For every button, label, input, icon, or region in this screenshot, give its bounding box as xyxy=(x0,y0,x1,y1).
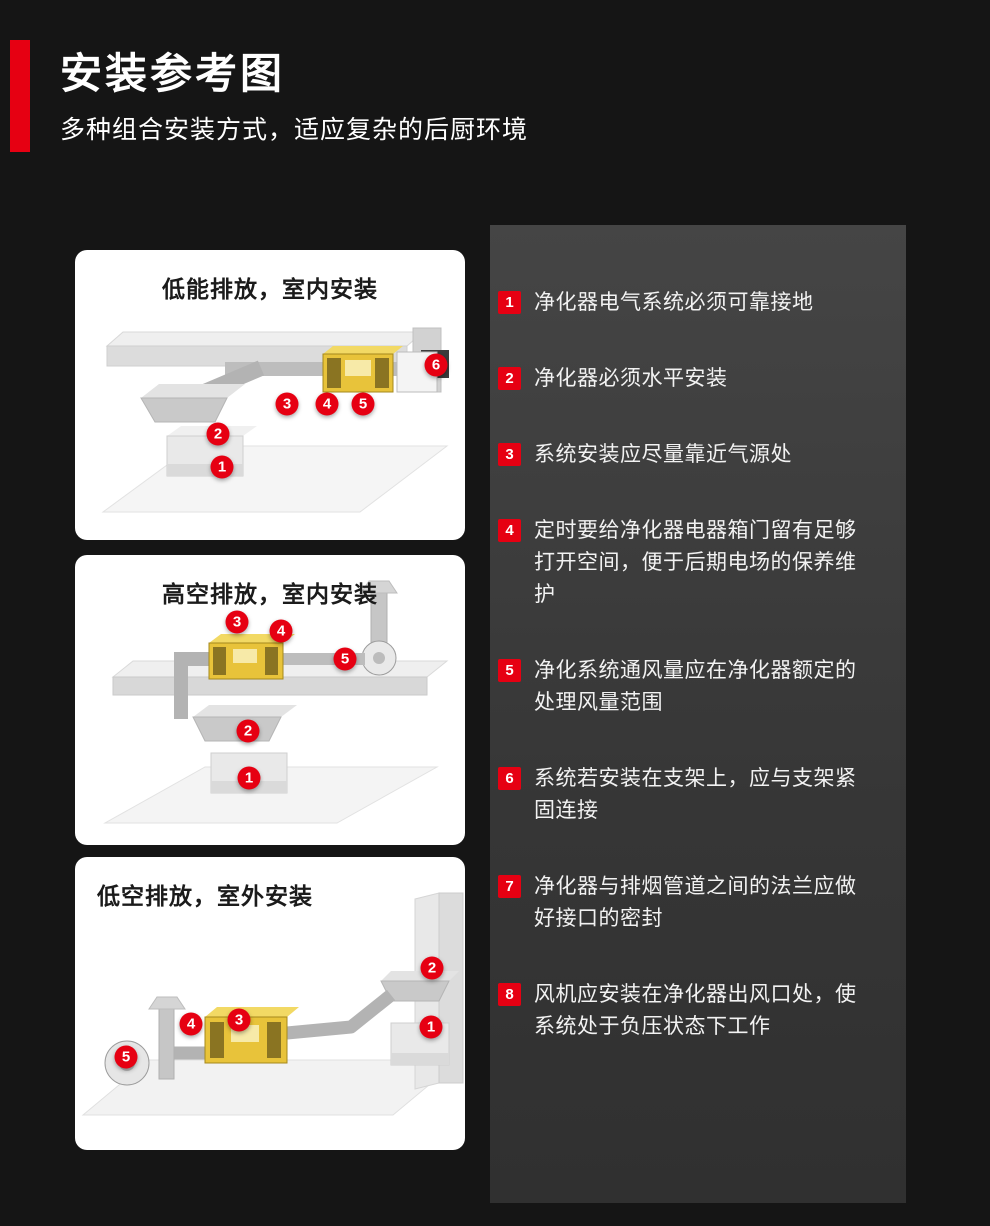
note-item: 3 系统安装应尽量靠近气源处 xyxy=(498,439,878,471)
diagram-marker: 5 xyxy=(114,1045,138,1069)
purifier-unit xyxy=(322,346,403,393)
diagram-panel-indoor-high-emission: 高空排放，室内安装 1 2 3 4 5 xyxy=(75,555,465,845)
note-item: 7 净化器与排烟管道之间的法兰应做好接口的密封 xyxy=(498,871,878,935)
note-text: 风机应安装在净化器出风口处，使系统处于负压状态下工作 xyxy=(534,983,857,1038)
diagram-marker: 3 xyxy=(227,1008,251,1032)
note-number-badge: 4 xyxy=(498,519,521,542)
note-text: 净化器必须水平安装 xyxy=(534,367,728,390)
diagram-marker: 1 xyxy=(210,455,234,479)
diagram-marker: 3 xyxy=(275,392,299,416)
note-number-badge: 2 xyxy=(498,367,521,390)
room-floor xyxy=(103,766,439,824)
diagram-title: 高空排放，室内安装 xyxy=(162,581,378,607)
note-text: 净化器与排烟管道之间的法兰应做好接口的密封 xyxy=(534,875,857,930)
diagram-marker: 4 xyxy=(269,619,293,643)
diagram-marker: 2 xyxy=(236,719,260,743)
note-text: 定时要给净化器电器箱门留有足够打开空间，便于后期电场的保养维护 xyxy=(534,519,857,606)
diagram-panel-indoor-low-emission: 低能排放，室内安装 1 2 3 4 5 6 xyxy=(75,250,465,540)
diagram-marker: 3 xyxy=(225,610,249,634)
note-item: 1 净化器电气系统必须可靠接地 xyxy=(498,287,878,319)
exhaust-stack xyxy=(360,580,398,646)
note-text: 系统安装应尽量靠近气源处 xyxy=(534,443,792,466)
chimney xyxy=(148,996,186,1080)
note-item: 5 净化系统通风量应在净化器额定的处理风量范围 xyxy=(498,655,878,719)
note-number-badge: 7 xyxy=(498,875,521,898)
note-number-badge: 5 xyxy=(498,659,521,682)
exhaust-duct xyxy=(174,989,396,1060)
page-subtitle: 多种组合安装方式，适应复杂的后厨环境 xyxy=(60,116,529,144)
note-number-badge: 8 xyxy=(498,983,521,1006)
diagram-marker: 5 xyxy=(333,647,357,671)
note-item: 4 定时要给净化器电器箱门留有足够打开空间，便于后期电场的保养维护 xyxy=(498,515,878,611)
diagram-marker: 4 xyxy=(315,392,339,416)
diagram-marker: 2 xyxy=(206,422,230,446)
diagram-marker: 2 xyxy=(420,956,444,980)
indoor-low-emission-diagram xyxy=(101,327,449,513)
diagram-marker: 1 xyxy=(237,766,261,790)
inline-fan xyxy=(361,640,397,676)
note-item: 8 风机应安装在净化器出风口处，使系统处于负压状态下工作 xyxy=(498,979,878,1043)
note-text: 净化器电气系统必须可靠接地 xyxy=(534,291,814,314)
diagram-title: 低空排放，室外安装 xyxy=(97,883,313,909)
title-accent-bar xyxy=(10,40,30,152)
diagram-panel-outdoor-low-emission: 低空排放，室外安装 1 2 3 4 5 xyxy=(75,857,465,1150)
diagram-marker: 5 xyxy=(351,392,375,416)
diagram-title: 低能排放，室内安装 xyxy=(162,276,378,302)
diagram-marker: 6 xyxy=(424,353,448,377)
room-floor xyxy=(101,445,449,513)
page-title: 安装参考图 xyxy=(60,50,286,97)
note-number-badge: 3 xyxy=(498,443,521,466)
purifier-unit xyxy=(208,634,295,680)
note-item: 6 系统若安装在支架上，应与支架紧固连接 xyxy=(498,763,878,827)
purifier-unit xyxy=(204,1007,299,1064)
exhaust-hood xyxy=(140,384,245,423)
note-number-badge: 6 xyxy=(498,767,521,790)
note-text: 净化系统通风量应在净化器额定的处理风量范围 xyxy=(534,659,857,714)
installation-notes-panel: 1 净化器电气系统必须可靠接地 2 净化器必须水平安装 3 系统安装应尽量靠近气… xyxy=(490,225,906,1203)
diagram-marker: 4 xyxy=(179,1012,203,1036)
note-text: 系统若安装在支架上，应与支架紧固连接 xyxy=(534,767,857,822)
note-number-badge: 1 xyxy=(498,291,521,314)
diagram-marker: 1 xyxy=(419,1015,443,1039)
note-item: 2 净化器必须水平安装 xyxy=(498,363,878,395)
